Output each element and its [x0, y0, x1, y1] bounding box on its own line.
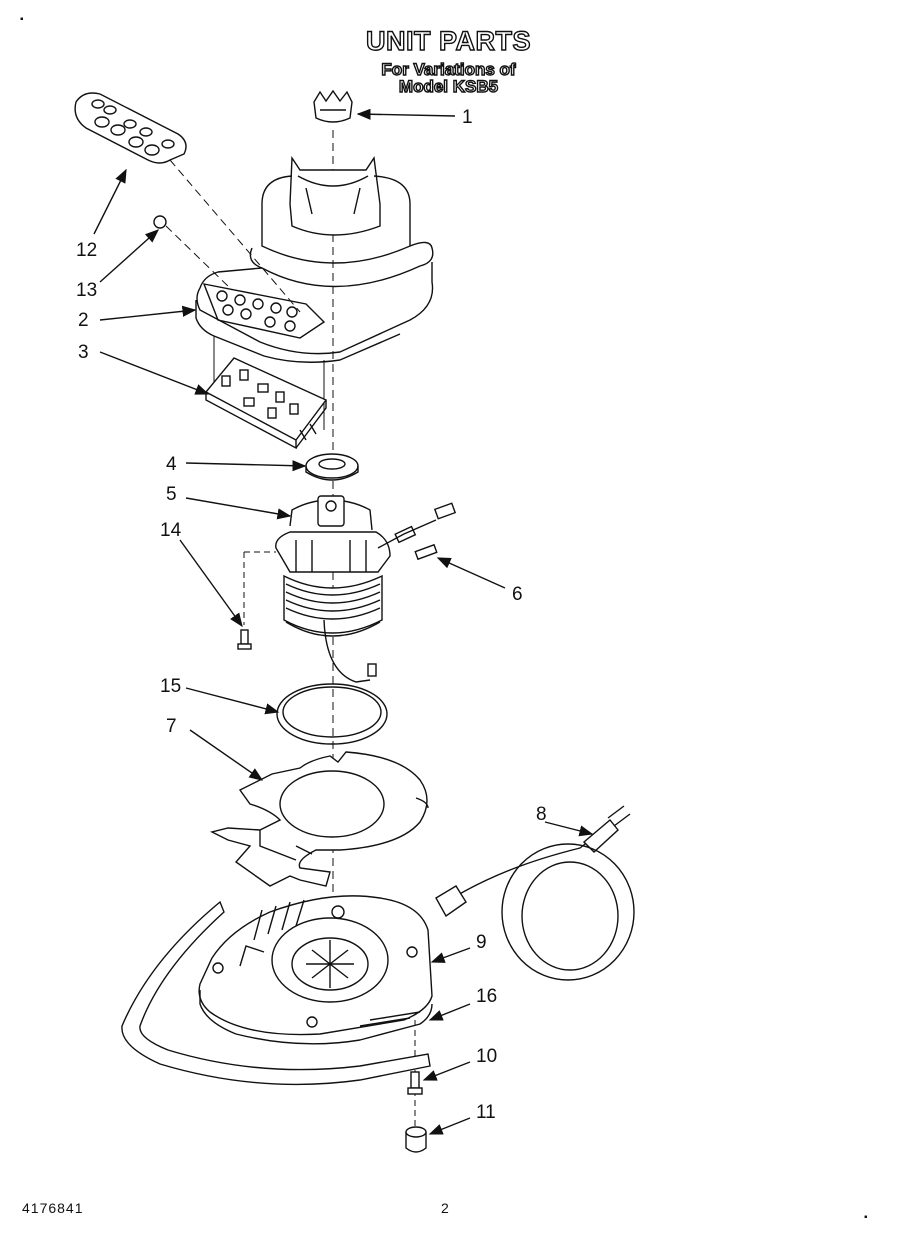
ring-gasket-part	[276, 683, 388, 745]
corner-mark: ▪	[20, 14, 24, 25]
page-title: UNIT PARTS	[365, 25, 531, 56]
callout-12: 12	[76, 240, 97, 261]
callout-8: 8	[536, 804, 547, 825]
callout-13: 13	[76, 280, 97, 301]
keypad-overlay-part	[74, 92, 187, 164]
subtitle-line-1: For Variations of	[381, 59, 517, 79]
callout-15: 15	[160, 676, 181, 697]
callout-1: 1	[462, 107, 473, 128]
screw-14-part	[237, 551, 276, 650]
base-part	[198, 895, 433, 1045]
callout-5: 5	[166, 484, 177, 505]
document-number: 4176841	[22, 1200, 84, 1216]
callout-16: 16	[476, 986, 497, 1007]
washer-part	[305, 453, 359, 481]
insulator-plate-part	[209, 751, 429, 887]
subtitle-line-2: Model KSB5	[398, 76, 499, 96]
motor-part	[275, 495, 457, 683]
drive-coupler-part	[313, 89, 353, 123]
callout-7: 7	[166, 716, 177, 737]
callout-14: 14	[160, 520, 182, 541]
control-board-part	[204, 357, 328, 450]
callout-11: 11	[476, 1102, 496, 1123]
callout-4: 4	[166, 454, 177, 475]
foot-part	[405, 1126, 427, 1153]
screw-10-part	[407, 1071, 423, 1095]
callout-9: 9	[476, 932, 487, 953]
upper-housing-part	[195, 155, 434, 363]
trim-band-part	[121, 900, 431, 1086]
power-cord-part	[435, 805, 635, 981]
callout-10: 10	[476, 1046, 497, 1067]
callout-6: 6	[512, 584, 523, 605]
fuse-part	[414, 543, 438, 561]
corner-mark: ▪	[864, 1212, 868, 1223]
page-number: 2	[441, 1200, 449, 1216]
indicator-ball-part	[153, 215, 167, 229]
callout-2: 2	[78, 310, 89, 331]
callout-3: 3	[78, 342, 89, 363]
